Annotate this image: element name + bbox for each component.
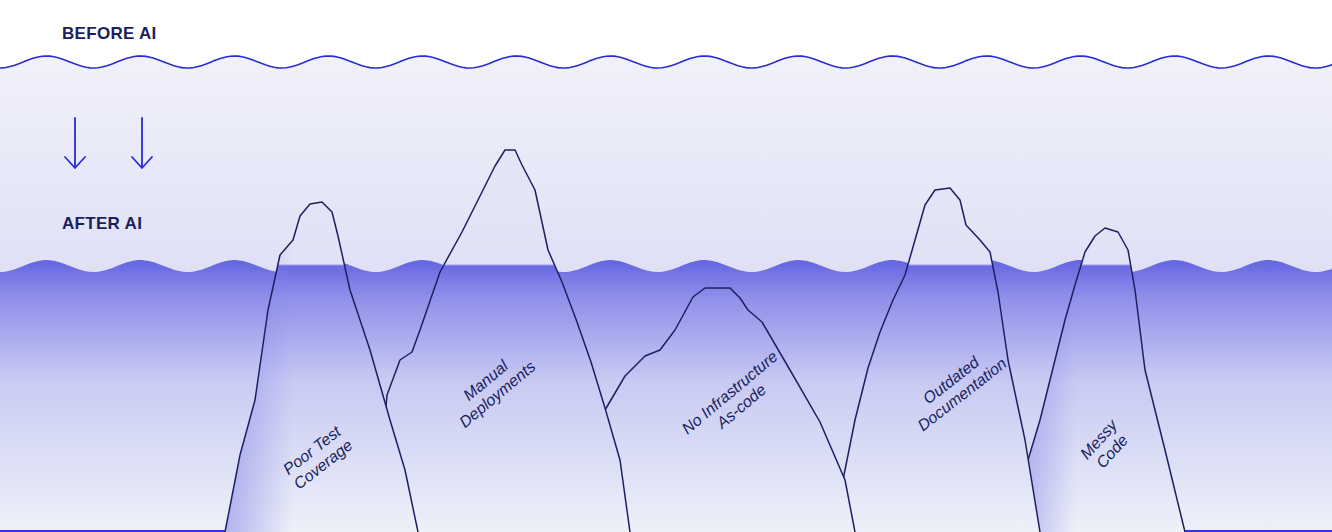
iceberg: Manual Deployments <box>375 150 630 532</box>
down-arrow <box>65 118 85 168</box>
iceberg-outline <box>225 202 418 532</box>
iceberg-edge <box>375 150 630 532</box>
iceberg-body <box>225 202 418 532</box>
iceberg-outline <box>375 150 630 532</box>
iceberg-outline <box>1017 228 1185 532</box>
iceberg-outline <box>843 188 1040 532</box>
upper-water <box>0 56 1332 272</box>
iceberg-edge <box>843 188 1040 532</box>
stage-label: BEFORE AI <box>62 24 157 44</box>
iceberg-edge <box>600 288 855 532</box>
iceberg-edge <box>1017 228 1185 532</box>
iceberg: Poor Test Coverage <box>225 202 418 532</box>
iceberg-body <box>1017 228 1185 532</box>
iceberg: Messy Code <box>1017 228 1185 532</box>
iceberg-body <box>843 188 1040 532</box>
before-waterline <box>0 56 1332 68</box>
iceberg-body <box>375 150 630 532</box>
iceberg: Outdated Documentation <box>843 188 1040 532</box>
iceberg-shade <box>225 202 418 532</box>
down-arrows <box>65 118 152 168</box>
down-arrow <box>132 118 152 168</box>
iceberg-shade <box>1017 228 1185 532</box>
iceberg-body <box>600 288 855 532</box>
iceberg-edge <box>225 202 418 532</box>
stage-label: AFTER AI <box>62 214 142 234</box>
iceberg: No Infrastructure As-code <box>600 288 855 532</box>
